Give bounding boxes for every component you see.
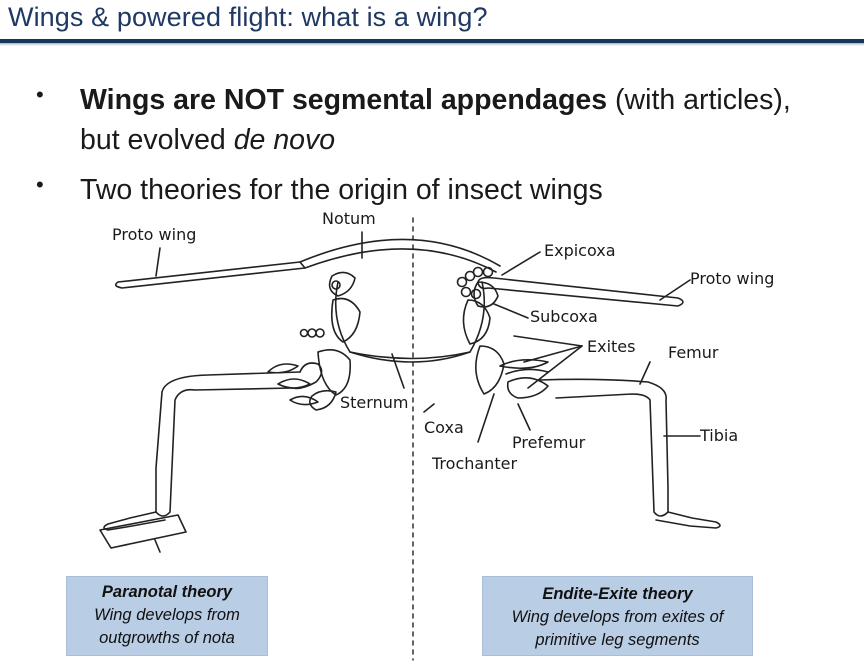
label-proto-wing-right: Proto wing	[690, 269, 774, 288]
leader-trochanter	[477, 393, 495, 443]
paranotal-heading: Paranotal theory	[101, 583, 233, 601]
bullet-1-italic: de novo	[233, 124, 336, 156]
leader-exites-1	[513, 335, 583, 347]
endite-exite-theory-box: Endite-Exite theory Wing develops from e…	[482, 576, 753, 656]
bullet-marker: •	[36, 172, 44, 197]
right-subcoxa	[473, 281, 499, 308]
endite-exite-heading: Endite-Exite theory	[542, 585, 693, 603]
bullet-marker: •	[36, 82, 44, 107]
right-coxa	[475, 345, 505, 395]
right-exite-2	[505, 368, 549, 375]
left-femur-tibia	[155, 371, 301, 517]
paranotal-line-1: Wing develops from	[94, 606, 240, 624]
leader-expicoxa	[501, 251, 541, 276]
label-prefemur: Prefemur	[512, 433, 586, 452]
leader-exites-3	[527, 345, 583, 389]
leader-subcoxa	[493, 303, 529, 319]
left-exite-1	[267, 363, 299, 374]
left-exite-3	[289, 395, 319, 406]
left-tarsus	[103, 511, 166, 531]
left-prefemur	[308, 389, 337, 411]
right-femur-tibia	[539, 378, 669, 517]
label-sternum: Sternum	[340, 393, 408, 412]
label-trochanter: Trochanter	[431, 454, 517, 473]
right-prefemur	[506, 377, 549, 399]
left-subcoxa	[328, 271, 356, 297]
leader-sternum	[391, 353, 405, 389]
thorax-body	[334, 281, 486, 363]
right-proto-wing	[477, 276, 684, 307]
paranotal-line-2: outgrowths of nota	[99, 629, 235, 647]
leader-proto-wing-right	[659, 279, 691, 301]
left-exite-2	[277, 378, 311, 389]
left-tarsus-box	[99, 514, 187, 549]
label-coxa: Coxa	[424, 418, 464, 437]
leader-femur	[639, 361, 651, 385]
left-proto-wing	[114, 261, 306, 289]
label-notum: Notum	[322, 209, 376, 228]
title-underline-shadow	[0, 43, 864, 46]
paranotal-theory-box: Paranotal theory Wing develops from outg…	[66, 576, 268, 656]
leader-proto-wing-left	[155, 247, 161, 277]
label-proto-wing-left: Proto wing	[112, 225, 196, 244]
right-tarsus	[655, 511, 721, 529]
bullet-1-bold: Wings are NOT segmental appendages	[80, 84, 608, 116]
bullet-1-line2: but evolved	[80, 124, 234, 156]
label-tibia: Tibia	[699, 426, 738, 445]
slide-title: Wings & powered flight: what is a wing?	[8, 2, 488, 32]
title-underline	[0, 39, 864, 43]
right-expicoxa-ring	[456, 276, 468, 288]
left-tarsus-tick	[154, 539, 161, 553]
label-exites: Exites	[587, 337, 635, 356]
bullet-2-text: Two theories for the origin of insect wi…	[80, 174, 603, 206]
leader-exites-2	[523, 345, 583, 363]
leader-prefemur	[517, 403, 531, 431]
endite-exite-line-1: Wing develops from exites of	[511, 608, 724, 626]
label-expicoxa: Expicoxa	[544, 241, 616, 260]
bullet-1-normal: (with articles),	[607, 84, 791, 116]
label-femur: Femur	[668, 343, 719, 362]
right-coxa-plate	[462, 299, 491, 345]
endite-exite-line-2: primitive leg segments	[535, 631, 700, 649]
leader-coxa	[423, 403, 435, 413]
right-exite-1	[499, 358, 549, 370]
left-coxa-plate	[330, 297, 361, 343]
left-trochanter	[291, 362, 323, 390]
sternum-outline	[349, 351, 471, 360]
notum-inner-outline	[304, 248, 497, 273]
left-exite-ring	[331, 280, 341, 290]
notum-outline	[299, 238, 501, 267]
left-coxa	[317, 349, 352, 396]
label-subcoxa: Subcoxa	[530, 307, 598, 326]
bullet-1-text: Wings are NOT segmental appendages (with…	[80, 80, 850, 160]
